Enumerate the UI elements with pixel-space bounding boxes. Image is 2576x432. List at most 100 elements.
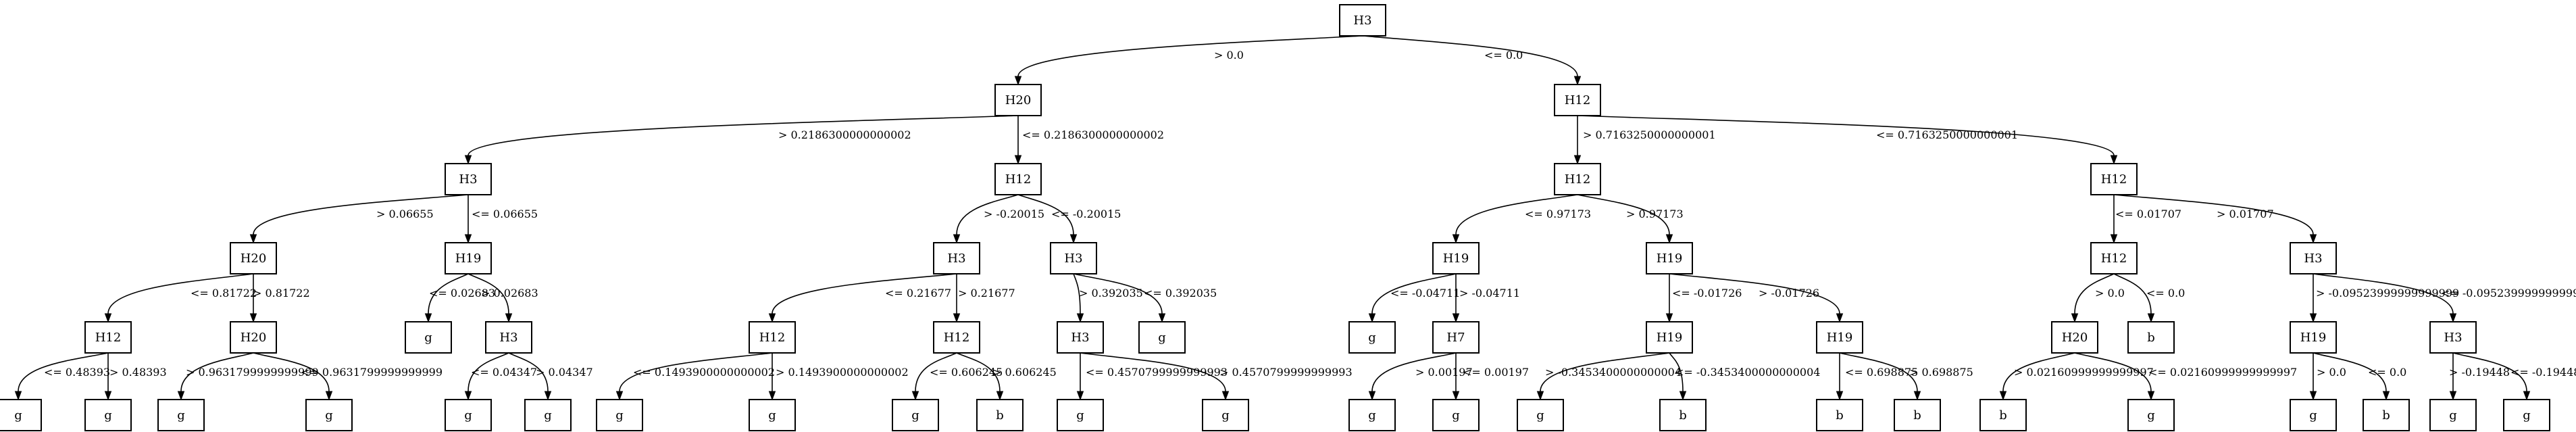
node-box <box>2429 321 2477 354</box>
node-box <box>1517 399 1564 431</box>
arrowhead-icon <box>104 313 112 323</box>
tree-node: H19 <box>2290 321 2337 354</box>
tree-node: H19 <box>445 242 492 274</box>
node-box <box>1646 321 1693 354</box>
tree-edge: <= 0.21677 <box>768 273 957 323</box>
tree-node: g <box>1202 399 1249 431</box>
tree-edge: > 0.02160999999999997 <box>1999 352 2154 401</box>
edge-line <box>2113 194 2314 235</box>
node-label: g <box>424 331 432 345</box>
node-label: H12 <box>944 331 970 345</box>
edge-label: > 0.698875 <box>1909 366 1973 379</box>
edge-line <box>508 352 549 392</box>
edge-line <box>1017 35 1363 77</box>
tree-edge: > -0.01726 <box>1669 273 1844 323</box>
node-label: b <box>1836 408 1844 423</box>
arrowhead-icon <box>2449 313 2457 323</box>
edge-line <box>2113 273 2152 314</box>
node-label: g <box>1368 408 1376 423</box>
edge-line <box>1073 273 1163 314</box>
edge-line <box>2313 352 2387 392</box>
tree-edge: > -0.3453400000000004 <box>1536 352 1682 401</box>
node-box <box>524 399 572 431</box>
node-box <box>2363 399 2410 431</box>
node-box <box>230 321 277 354</box>
arrowhead-icon <box>2382 391 2390 401</box>
edge-label: > 0.4570799999999993 <box>1219 366 1353 379</box>
edge-label: <= 0.81722 <box>191 287 257 299</box>
edge-line <box>1669 273 1840 314</box>
edge-line <box>915 352 957 392</box>
node-box <box>1202 399 1249 431</box>
tree-node: H19 <box>1646 321 1693 354</box>
tree-node: g <box>1348 399 1396 431</box>
tree-node: H12 <box>749 321 796 354</box>
edge-line <box>1577 194 1670 235</box>
tree-edge: > 0.0 <box>1014 35 1363 86</box>
edge-label: > 0.48393 <box>109 366 167 379</box>
node-box <box>1894 399 1941 431</box>
edge-label: <= 0.392035 <box>1144 287 1217 299</box>
tree-edge: <= 0.1493900000000002 <box>615 352 775 401</box>
tree-node: g <box>524 399 572 431</box>
tree-edge: <= 0.9631799999999999 <box>253 352 443 401</box>
edge-label: > 0.04347 <box>536 366 593 379</box>
tree-edge: > 0.04347 <box>508 352 593 401</box>
tree-edge: > 0.1493900000000002 <box>768 353 909 401</box>
edge-label: <= 0.2186300000000002 <box>1022 128 1164 141</box>
tree-node: H12 <box>933 321 980 354</box>
tree-edge: <= 0.698875 <box>1836 353 1918 401</box>
tree-edge: > -0.04711 <box>1452 274 1520 323</box>
tree-edge: <= 0.0 <box>2313 352 2406 401</box>
arrowhead-icon <box>249 313 257 323</box>
node-box <box>994 84 1042 116</box>
edge-line <box>1017 194 1074 235</box>
node-label: b <box>2382 408 2390 423</box>
arrowhead-icon <box>1014 76 1022 86</box>
arrowhead-icon <box>505 313 513 323</box>
tree-node: H12 <box>1554 84 1601 116</box>
tree-edge: <= -0.20015 <box>1017 194 1121 244</box>
edge-line <box>468 273 509 314</box>
node-label: H7 <box>1446 331 1465 345</box>
edge-label: <= 0.4570799999999993 <box>1086 366 1228 379</box>
node-label: H19 <box>2300 331 2327 345</box>
edge-label: <= 0.606245 <box>930 366 1003 379</box>
arrowhead-icon <box>768 391 776 401</box>
edge-label: <= -0.01726 <box>1672 287 1742 299</box>
node-label: g <box>911 408 919 423</box>
tree-node: H12 <box>994 163 1042 195</box>
edge-label: > 0.02683 <box>481 287 538 299</box>
node-box <box>1057 321 1104 354</box>
arrowhead-icon <box>464 155 472 165</box>
tree-edge: <= 0.0 <box>1362 35 1582 86</box>
edge-line <box>1371 273 1457 314</box>
tree-node: g <box>157 399 205 431</box>
tree-node: H3 <box>933 242 980 274</box>
tree-node: H20 <box>994 84 1042 116</box>
node-label: g <box>2309 408 2317 423</box>
tree-node: g <box>1517 399 1564 431</box>
edge-line <box>180 352 254 392</box>
tree-edge: > 0.2186300000000002 <box>464 115 1019 165</box>
edge-label: <= 0.01707 <box>2115 208 2181 220</box>
node-box <box>305 399 353 431</box>
edge-line <box>1371 352 1457 392</box>
tree-edge: > 0.01707 <box>2113 194 2317 244</box>
arrowhead-icon <box>2309 234 2317 244</box>
tree-node: b <box>1816 399 1863 431</box>
tree-node: g <box>1057 399 1104 431</box>
arrowhead-icon <box>1536 391 1544 401</box>
arrowhead-icon <box>1999 391 2007 401</box>
tree-edge: <= 0.48393 <box>14 352 110 401</box>
node-box <box>596 399 643 431</box>
node-box <box>2290 321 2337 354</box>
arrowhead-icon <box>464 391 472 401</box>
node-box <box>2290 399 2337 431</box>
node-box <box>2290 242 2337 274</box>
tree-node: g <box>2127 399 2175 431</box>
tree-node: b <box>2127 321 2175 354</box>
node-label: g <box>1536 408 1544 423</box>
tree-node: H19 <box>1432 242 1480 274</box>
node-label: H3 <box>1071 331 1089 345</box>
